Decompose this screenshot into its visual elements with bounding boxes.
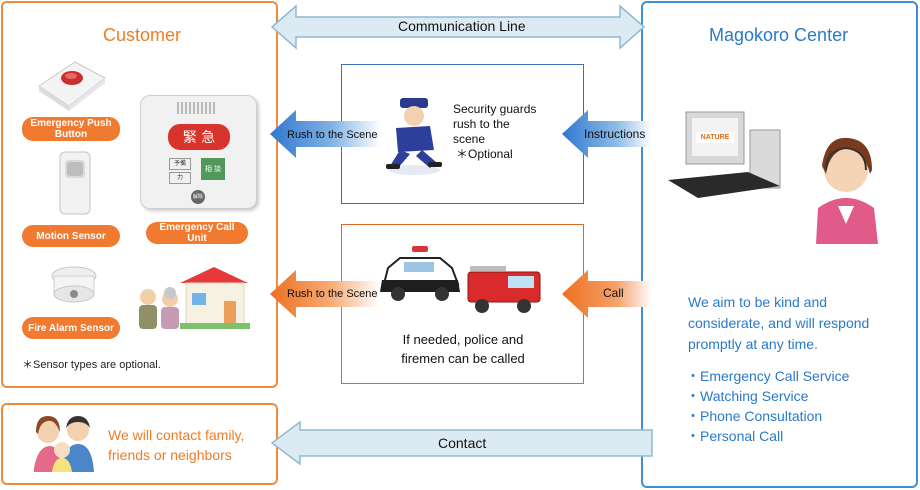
service-item: ・Watching Service	[686, 388, 809, 404]
contact-arrow	[270, 420, 653, 466]
communication-line-arrow	[270, 4, 646, 50]
service-item: ・Personal Call	[686, 428, 784, 444]
service-item: ・Emergency Call Service	[686, 368, 850, 384]
fire-truck-icon	[467, 266, 541, 313]
computer-brand-logo: NATURE	[696, 132, 734, 143]
rush-to-scene-label-bottom: Rush to the Scene	[287, 288, 378, 300]
instructions-arrow	[562, 110, 652, 158]
security-text-line2: rush to the	[453, 117, 510, 131]
center-message-line2: considerate, and will respond	[688, 315, 870, 331]
security-text-line4: ＊Optional	[456, 147, 513, 161]
service-list: ・Emergency Call Service ・Watching Servic…	[686, 366, 849, 446]
magokoro-center-title: Magokoro Center	[709, 25, 849, 45]
call-label: Call	[603, 286, 624, 300]
service-item: ・Phone Consultation	[686, 408, 823, 424]
operator-workstation-illustration	[668, 111, 878, 244]
sensor-types-note: ＊Sensor types are optional.	[22, 359, 161, 371]
elderly-couple-house-illustration	[139, 267, 250, 329]
call-unit-key-2: 力	[169, 172, 191, 184]
emergency-push-button-label: Emergency Push Button	[22, 117, 120, 141]
contact-label: Contact	[438, 435, 487, 451]
rush-to-scene-arrow-blue	[270, 110, 380, 158]
security-text: Security guards rush to the scene ＊Optio…	[453, 102, 536, 162]
contact-message-line2: friends or neighbors	[108, 447, 232, 463]
speaker-grille	[177, 102, 217, 114]
contact-message: We will contact family, friends or neigh…	[108, 425, 244, 465]
police-text-line2: firemen can be called	[401, 351, 525, 366]
customer-title: Customer	[103, 25, 182, 45]
instructions-label: Instructions	[584, 127, 646, 141]
emergency-call-unit-device: 緊 急 予備 力 相 談 解除	[140, 95, 257, 209]
security-text-line1: Security guards	[453, 102, 537, 116]
magokoro-center-panel	[641, 1, 918, 488]
fire-alarm-sensor-icon	[51, 266, 97, 303]
contact-message-line1: We will contact family,	[108, 427, 245, 443]
center-message-line3: promptly at any time.	[688, 336, 818, 352]
call-unit-key-1: 予備	[169, 158, 191, 170]
security-guard-icon	[386, 98, 442, 175]
security-text-line3: scene	[453, 132, 486, 146]
rush-to-scene-arrow-orange	[270, 270, 380, 318]
motion-sensor-icon	[59, 151, 91, 215]
center-message: We aim to be kind and considerate, and w…	[688, 292, 869, 355]
call-unit-emergency-key: 緊 急	[168, 124, 230, 150]
family-illustration	[34, 416, 94, 472]
rush-to-scene-label-top: Rush to the Scene	[287, 129, 378, 141]
police-text: If needed, police and firemen can be cal…	[385, 330, 541, 368]
call-arrow	[562, 270, 652, 318]
communication-line-label: Communication Line	[398, 18, 526, 34]
emergency-push-button-icon	[38, 61, 106, 111]
police-car-icon	[380, 246, 460, 301]
emergency-call-unit-label: Emergency Call Unit	[146, 222, 248, 244]
police-text-line1: If needed, police and	[402, 332, 524, 347]
police-fire-box	[341, 224, 584, 384]
center-message-line1: We aim to be kind and	[688, 294, 828, 310]
motion-sensor-label: Motion Sensor	[22, 225, 120, 247]
security-guards-box	[341, 64, 584, 204]
call-unit-consult-key: 相 談	[201, 158, 225, 180]
fire-alarm-sensor-label: Fire Alarm Sensor	[22, 317, 120, 339]
call-unit-cancel-key: 解除	[191, 190, 205, 204]
